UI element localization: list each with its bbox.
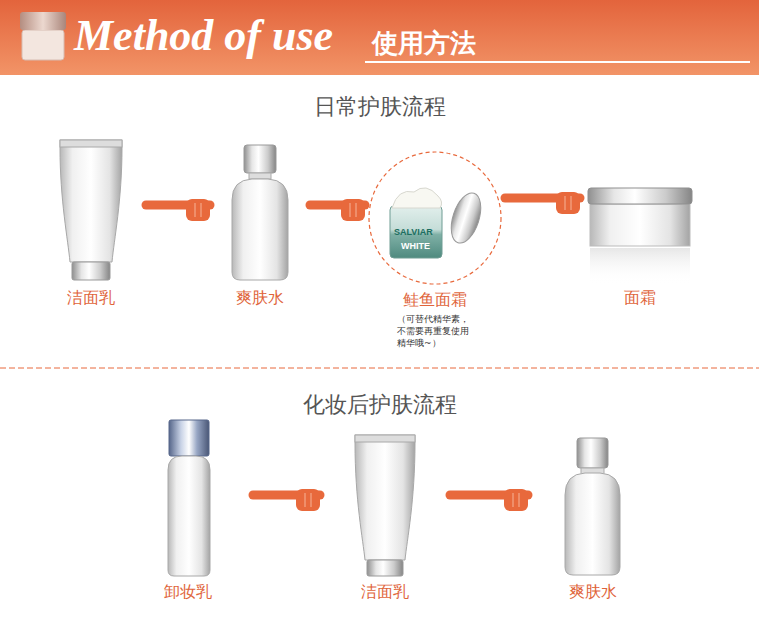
pointing-hand [505, 194, 580, 203]
cleanser-tube [355, 435, 415, 576]
step-label: 洁面乳 [67, 288, 115, 307]
header-title: Method of use [74, 10, 333, 61]
product-brand: SALVIAR [394, 227, 433, 237]
product-step: 爽肤水 [210, 135, 310, 307]
section-divider [0, 368, 759, 369]
product-step: 洁面乳 [36, 135, 146, 307]
step-label: 爽肤水 [569, 582, 617, 601]
face-cream-jar [588, 188, 692, 284]
header-subtitle: 使用方法 [372, 26, 476, 61]
step-label: 面霜 [624, 288, 656, 307]
product-step: 洁面乳 [320, 415, 450, 601]
pointing-hand [310, 201, 365, 210]
step-note: （可替代精华素，不需要再重复使用精华哦~） [397, 313, 473, 349]
step-label: 卸妆乳 [164, 582, 212, 601]
header-bar [0, 0, 759, 75]
step-label: 鲑鱼面霜 [403, 290, 467, 309]
toner-bottle [565, 438, 620, 575]
salmon-cream-jar [369, 152, 501, 284]
header-jar-icon [20, 12, 66, 60]
pointing-hand [450, 491, 528, 500]
pointing-hand [253, 491, 320, 500]
product-step: 卸妆乳 [123, 415, 253, 601]
step-label: 洁面乳 [361, 582, 409, 601]
pointing-hand [146, 201, 210, 210]
section-title: 日常护肤流程 [0, 92, 759, 122]
product-step: 面霜 [580, 135, 700, 307]
remover-bottle [168, 420, 210, 576]
section-title: 化妆后护肤流程 [0, 390, 759, 420]
product-brand: WHITE [401, 241, 430, 251]
header-underline [365, 61, 750, 63]
cleanser-tube [60, 140, 122, 280]
product-step: 鲑鱼面霜 （可替代精华素，不需要再重复使用精华哦~） [365, 135, 505, 349]
step-label: 爽肤水 [236, 288, 284, 307]
toner-bottle [232, 145, 288, 280]
product-step: 爽肤水 [528, 415, 658, 601]
